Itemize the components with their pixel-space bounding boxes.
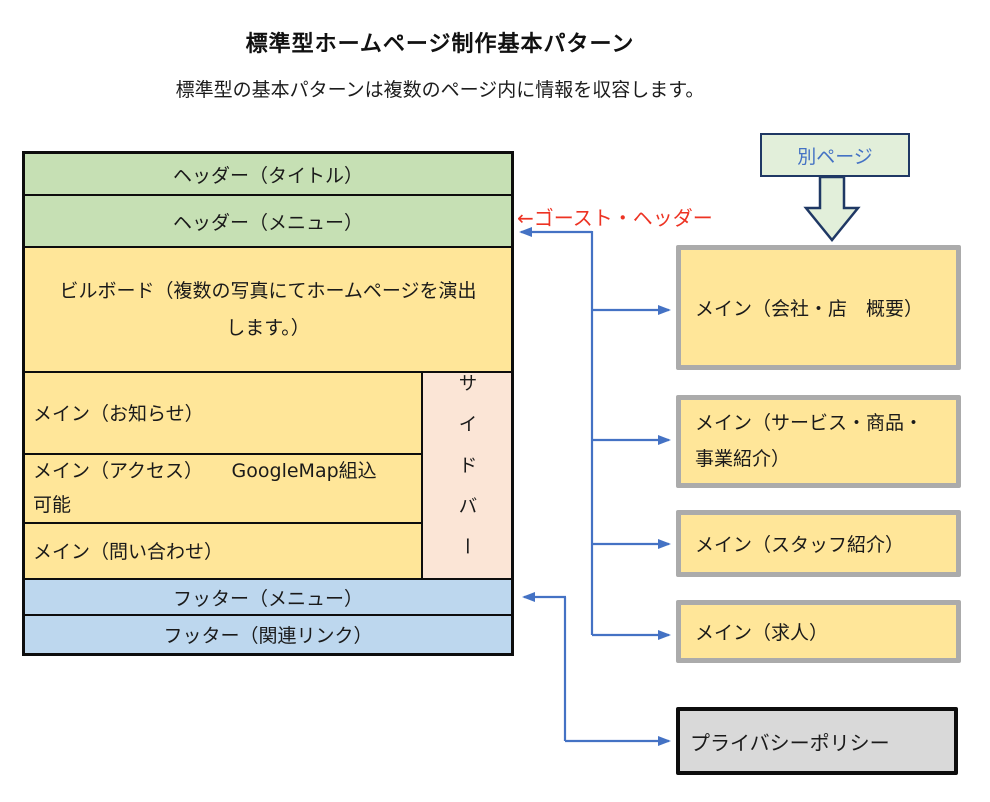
wf-header-title: ヘッダー（タイトル） bbox=[25, 154, 511, 194]
wf-billboard: ビルボード（複数の写真にてホームページを演出します。） bbox=[25, 246, 511, 371]
ghost-header-note: ←ゴースト・ヘッダー bbox=[517, 206, 713, 230]
page-title: 標準型ホームページ制作基本パターン bbox=[245, 32, 635, 57]
wf-sidebar-label: サイドバー bbox=[455, 373, 478, 578]
wf-footer-links: フッター（関連リンク） bbox=[25, 614, 511, 653]
page-box-staff-label: メイン（スタッフ紹介） bbox=[695, 534, 905, 556]
wf-main-region: メイン（お知らせ） メイン（アクセス） GoogleMap組込可能 メイン（問い… bbox=[25, 371, 511, 578]
wf-main-contact: メイン（問い合わせ） bbox=[25, 521, 421, 578]
wf-main-column: メイン（お知らせ） メイン（アクセス） GoogleMap組込可能 メイン（問い… bbox=[25, 373, 421, 578]
other-page-callout: 別ページ bbox=[760, 133, 910, 177]
page-box-recruit: メイン（求人） bbox=[676, 600, 961, 663]
page-box-privacy-label: プライバシーポリシー bbox=[690, 730, 890, 755]
other-page-label: 別ページ bbox=[797, 145, 873, 168]
page-box-recruit-label: メイン（求人） bbox=[695, 622, 829, 644]
wf-main-news: メイン（お知らせ） bbox=[25, 373, 421, 453]
wf-main-access: メイン（アクセス） GoogleMap組込可能 bbox=[25, 452, 421, 522]
page-box-services: メイン（サービス・商品・事業紹介） bbox=[676, 395, 961, 488]
page-box-services-label: メイン（サービス・商品・事業紹介） bbox=[695, 412, 924, 470]
wf-footer-menu: フッター（メニュー） bbox=[25, 578, 511, 614]
homepage-wireframe: ヘッダー（タイトル） ヘッダー（メニュー） ビルボード（複数の写真にてホームペー… bbox=[22, 151, 514, 656]
down-block-arrow-icon bbox=[803, 177, 861, 242]
page-box-company: メイン（会社・店 概要） bbox=[676, 245, 961, 370]
page-subtitle: 標準型の基本パターンは複数のページ内に情報を収容します。 bbox=[175, 79, 705, 101]
diagram-heading: 標準型ホームページ制作基本パターン 標準型の基本パターンは複数のページ内に情報を… bbox=[0, 26, 880, 102]
wf-header-menu: ヘッダー（メニュー） bbox=[25, 194, 511, 246]
wf-sidebar: サイドバー bbox=[421, 373, 511, 578]
page-box-privacy: プライバシーポリシー bbox=[676, 707, 958, 775]
page-box-staff: メイン（スタッフ紹介） bbox=[676, 510, 961, 577]
page-box-company-label: メイン（会社・店 概要） bbox=[695, 298, 924, 320]
